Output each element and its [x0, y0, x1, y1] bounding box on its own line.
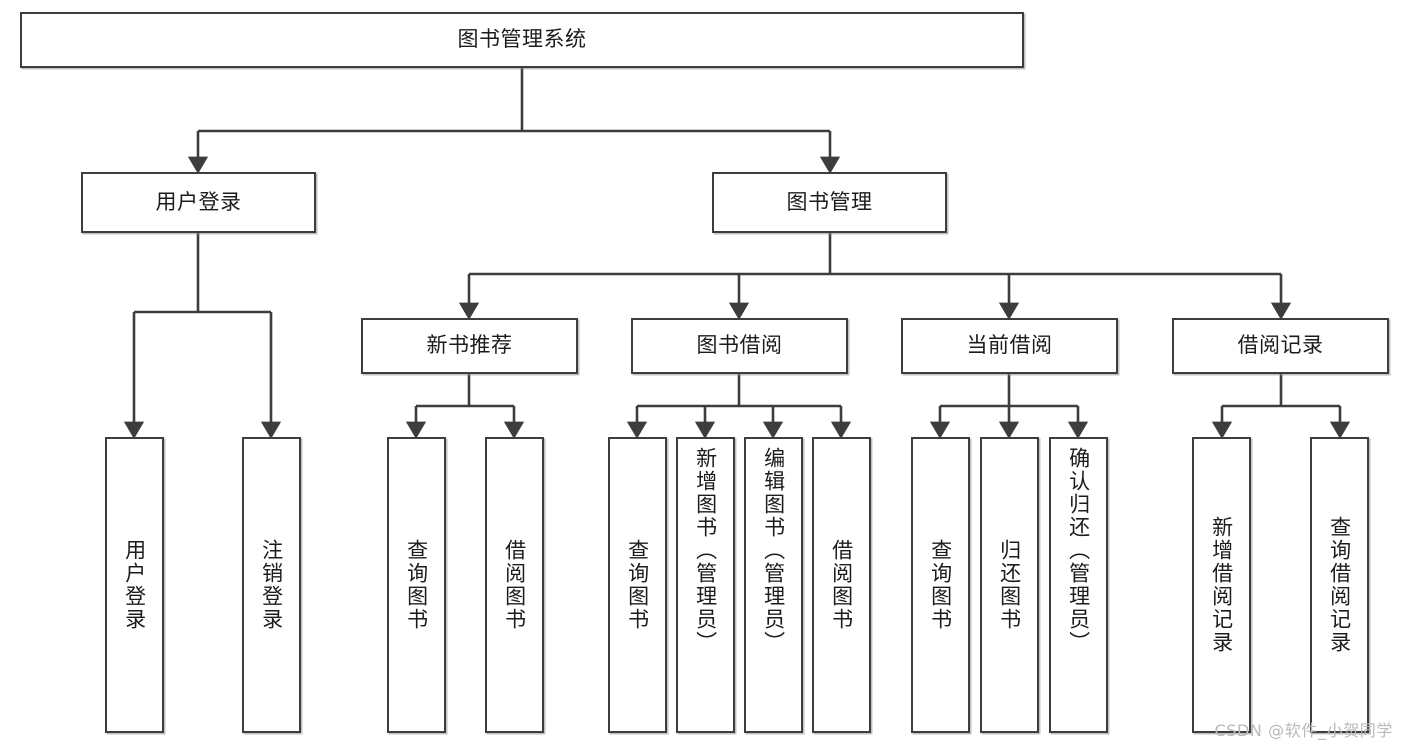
- csdn-watermark: CSDN @软件_小贺同学: [1214, 721, 1393, 740]
- node-book-borrowing[interactable]: 图书借阅: [631, 318, 848, 374]
- node-leaf-borrow-books[interactable]: 借阅图书: [812, 437, 871, 733]
- node-label: 新增图书（管理员）: [693, 447, 718, 654]
- node-label: 图书管理系统: [457, 27, 587, 52]
- node-label: 新增借阅记录: [1209, 516, 1234, 654]
- node-current-borrowing[interactable]: 当前借阅: [901, 318, 1118, 374]
- node-user-login[interactable]: 用户登录: [81, 172, 316, 233]
- node-label: 借阅图书: [829, 539, 854, 631]
- node-label: 注销登录: [259, 539, 284, 631]
- node-new-book-recommendation[interactable]: 新书推荐: [361, 318, 578, 374]
- node-leaf-query-books-borrow[interactable]: 查询图书: [608, 437, 667, 733]
- node-leaf-borrow-books-newbook[interactable]: 借阅图书: [485, 437, 544, 733]
- node-root-book-management-system[interactable]: 图书管理系统: [20, 12, 1024, 68]
- node-label: 用户登录: [122, 539, 147, 631]
- node-label: 用户登录: [155, 189, 242, 214]
- node-label: 编辑图书（管理员）: [761, 447, 786, 654]
- node-label: 查询图书: [625, 539, 650, 631]
- node-leaf-logout[interactable]: 注销登录: [242, 437, 301, 733]
- node-label: 查询借阅记录: [1327, 516, 1352, 654]
- node-label: 确认归还（管理员）: [1066, 447, 1091, 654]
- node-leaf-return-books[interactable]: 归还图书: [980, 437, 1039, 733]
- node-leaf-query-books-current[interactable]: 查询图书: [911, 437, 970, 733]
- node-leaf-confirm-return-admin[interactable]: 确认归还（管理员）: [1049, 437, 1108, 733]
- node-leaf-query-borrow-record[interactable]: 查询借阅记录: [1310, 437, 1369, 733]
- node-leaf-query-books-newbook[interactable]: 查询图书: [387, 437, 446, 733]
- node-leaf-add-book-admin[interactable]: 新增图书（管理员）: [676, 437, 735, 733]
- node-label: 新书推荐: [426, 333, 513, 358]
- node-label: 查询图书: [404, 539, 429, 631]
- node-label: 当前借阅: [966, 333, 1053, 358]
- node-label: 查询图书: [928, 539, 953, 631]
- node-label: 归还图书: [997, 539, 1022, 631]
- node-label: 借阅记录: [1237, 333, 1324, 358]
- node-label: 图书借阅: [696, 333, 783, 358]
- node-leaf-add-borrow-record[interactable]: 新增借阅记录: [1192, 437, 1251, 733]
- node-label: 图书管理: [786, 189, 873, 214]
- node-borrowing-records[interactable]: 借阅记录: [1172, 318, 1389, 374]
- node-leaf-edit-book-admin[interactable]: 编辑图书（管理员）: [744, 437, 803, 733]
- node-book-management[interactable]: 图书管理: [712, 172, 947, 233]
- node-label: 借阅图书: [502, 539, 527, 631]
- node-leaf-user-login[interactable]: 用户登录: [105, 437, 164, 733]
